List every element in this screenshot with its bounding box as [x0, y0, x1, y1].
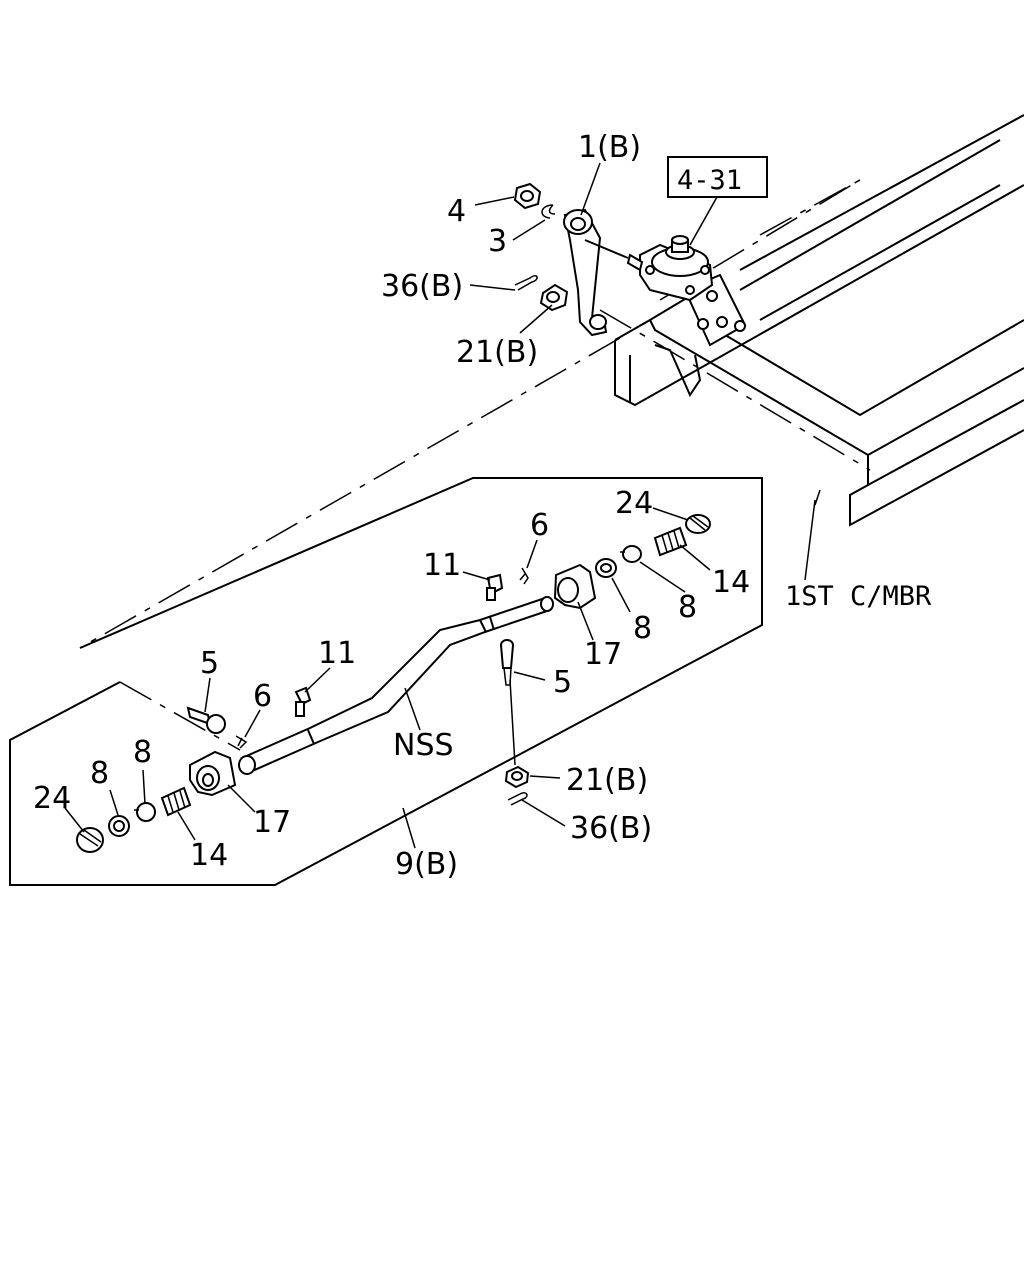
callout-36b-top: 36(B) — [381, 269, 463, 304]
callout-leaders — [64, 507, 711, 849]
callout-labels: 1(B) 4 3 36(B) 21(B) 24 6 11 14 8 8 17 5… — [33, 130, 932, 882]
callout-24-left: 24 — [33, 781, 71, 816]
callout-17-right: 17 — [584, 637, 622, 672]
left-hardware-drawing — [76, 686, 312, 853]
callout-21b-top: 21(B) — [456, 335, 538, 370]
leader-1b — [580, 162, 601, 216]
callout-11-left: 11 — [318, 636, 356, 671]
callout-5-left: 5 — [200, 646, 219, 681]
callout-4: 4 — [447, 194, 466, 229]
callout-24-right: 24 — [615, 486, 653, 521]
idler-arm-drawing — [513, 182, 714, 337]
callout-1b: 1(B) — [578, 130, 641, 165]
callout-17-left: 17 — [253, 805, 291, 840]
callout-9b: 9(B) — [395, 847, 458, 882]
reference-box-label: 4-31 — [677, 165, 742, 196]
member-label: 1ST C/MBR — [785, 581, 932, 612]
leader-3 — [512, 219, 546, 241]
callout-nss: NSS — [393, 728, 454, 763]
callout-11-right: 11 — [423, 548, 461, 583]
reference-box[interactable]: 4-31 — [667, 156, 768, 198]
callout-14-right: 14 — [712, 565, 750, 600]
callout-14-left: 14 — [190, 838, 228, 873]
leader-4 — [474, 196, 515, 206]
callout-8-right-b: 8 — [633, 611, 652, 646]
callout-8-left-b: 8 — [90, 756, 109, 791]
leader-21b-top — [519, 304, 553, 334]
callout-6-right: 6 — [530, 508, 549, 543]
right-hardware-drawing — [486, 514, 711, 806]
relay-rod-drawing — [189, 563, 597, 797]
callout-21b-bottom: 21(B) — [566, 763, 648, 798]
relay-rod-panel — [9, 337, 821, 886]
callout-3: 3 — [488, 224, 507, 259]
leader-36b-top — [469, 284, 516, 291]
crossmember-drawing — [599, 114, 1024, 527]
callout-36b-bottom: 36(B) — [570, 811, 652, 846]
callout-6-left: 6 — [253, 679, 272, 714]
callout-8-left-a: 8 — [133, 735, 152, 770]
callout-8-right-a: 8 — [678, 590, 697, 625]
callout-5-right: 5 — [553, 665, 572, 700]
reference-leader — [689, 196, 718, 246]
